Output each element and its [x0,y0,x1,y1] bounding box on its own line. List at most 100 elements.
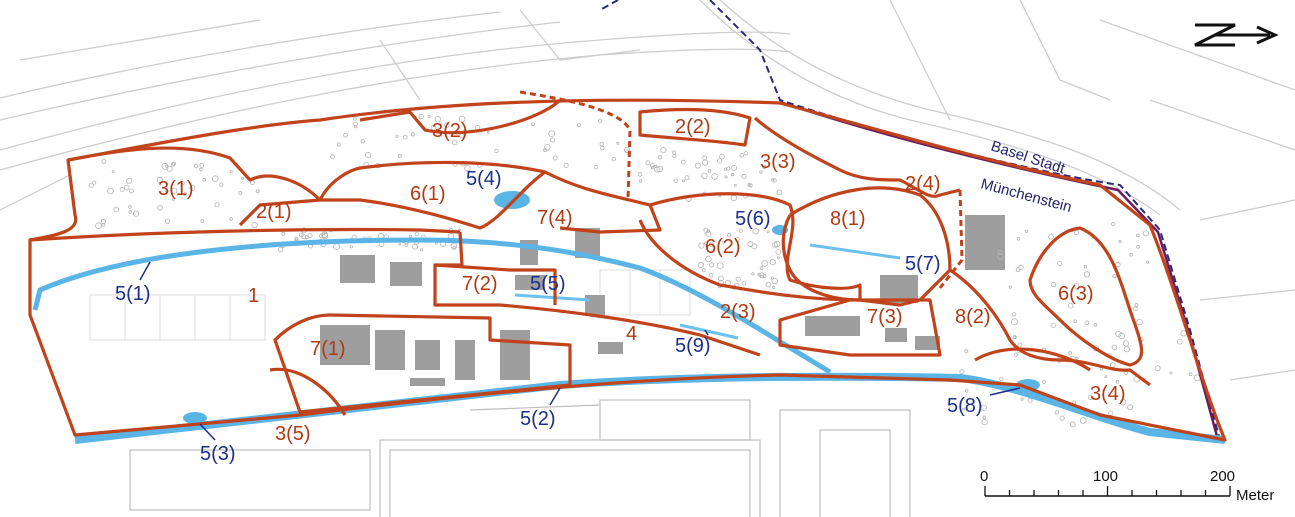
tree-mark [464,164,471,172]
tree-mark [599,141,604,147]
tree-mark [1073,319,1077,323]
tree-mark [980,404,987,412]
tree-mark [1012,335,1017,340]
tree-mark [164,188,169,193]
tree-mark [1118,332,1125,340]
tree-mark [1136,318,1143,326]
tree-mark [718,275,724,282]
tree-mark [132,210,140,217]
tree-mark [727,232,732,238]
tree-mark [777,256,780,260]
tree-mark [123,184,130,191]
zone-label-2-3: 2(3) [720,301,756,323]
tree-mark [1118,239,1122,244]
tree-mark [673,178,679,184]
tree-mark [1074,229,1080,236]
tree-mark [1134,303,1139,307]
tree-mark [434,115,441,123]
tree-mark [735,276,741,282]
tree-mark [702,159,709,166]
tree-mark [747,241,754,248]
tree-mark [771,285,776,290]
zone-label-3-1: 3(1) [158,178,194,200]
tree-mark [1123,346,1130,353]
tree-mark [637,172,643,177]
tree-mark [717,158,723,164]
zone-label-7-3: 7(3) [867,306,903,328]
tree-mark [724,175,728,179]
tree-mark [157,204,163,211]
channel-5-7 [809,243,901,260]
tree-mark [1112,274,1117,279]
zone-label-3-2: 3(2) [432,120,468,142]
tree-mark [304,235,309,240]
tree-mark [759,170,763,174]
zone-label-8-1: 8(1) [830,208,866,230]
north-arrow-icon [1194,23,1279,47]
tree-mark [650,163,655,168]
tree-mark [330,154,335,159]
tree-mark [552,155,558,161]
water-label-5-5: 5(5) [530,273,566,295]
tree-mark [1016,237,1021,241]
tree-mark [657,155,663,160]
tree-mark [281,231,286,236]
tree-mark [743,151,749,156]
tree-mark [336,142,341,147]
tree-mark [1104,375,1108,379]
tree-mark [1073,283,1080,290]
tree-mark [349,245,353,249]
tree-mark [95,222,102,230]
zone-label-6-3: 6(3) [1058,283,1094,305]
tree-mark [307,233,313,238]
tree-mark [1020,397,1024,401]
tree-mark [238,190,243,195]
tree-mark [1017,342,1023,348]
water-label-5-6: 5(6) [735,208,771,230]
tree-mark [414,232,419,237]
tree-mark [959,369,965,375]
tree-mark [92,180,97,185]
tree-mark [722,240,725,244]
tree-mark [1059,415,1065,421]
tree-mark [751,272,755,276]
tree-mark [704,241,708,245]
tree-mark [1050,322,1056,328]
tree-mark [701,172,708,179]
tree-mark [402,134,408,140]
tree-mark [611,156,616,162]
water-label-5-2: 5(2) [520,408,556,430]
tree-mark [199,162,205,168]
tree-mark [694,162,701,169]
tree-mark [1129,252,1133,257]
tree-mark [698,242,705,249]
tree-mark [600,145,605,151]
scale-unit: Meter [1236,487,1274,504]
tree-mark [1188,372,1193,377]
basemap-lower-features [129,399,911,517]
tree-mark [1111,221,1116,227]
tree-mark [1146,260,1150,264]
zone-label-7-2: 7(2) [462,273,498,295]
tree-mark [129,188,134,194]
tree-mark [107,187,114,195]
tree-mark [593,164,599,170]
tree-mark [1122,340,1130,347]
tree-mark [734,183,737,187]
pond-5-4 [494,191,530,209]
tree-mark [278,247,284,253]
tree-mark [1083,271,1091,278]
tree-mark [128,210,132,214]
tree-mark [486,130,490,134]
tree-mark [1067,302,1074,309]
tree-mark [730,173,735,177]
tree-mark [427,115,431,119]
water-leader-lines [139,261,1021,441]
tree-mark [111,170,115,173]
tree-mark [672,154,677,159]
tree-mark [156,176,163,183]
tree-mark [255,189,260,194]
tree-mark [1050,281,1057,288]
tree-mark [1115,261,1121,268]
